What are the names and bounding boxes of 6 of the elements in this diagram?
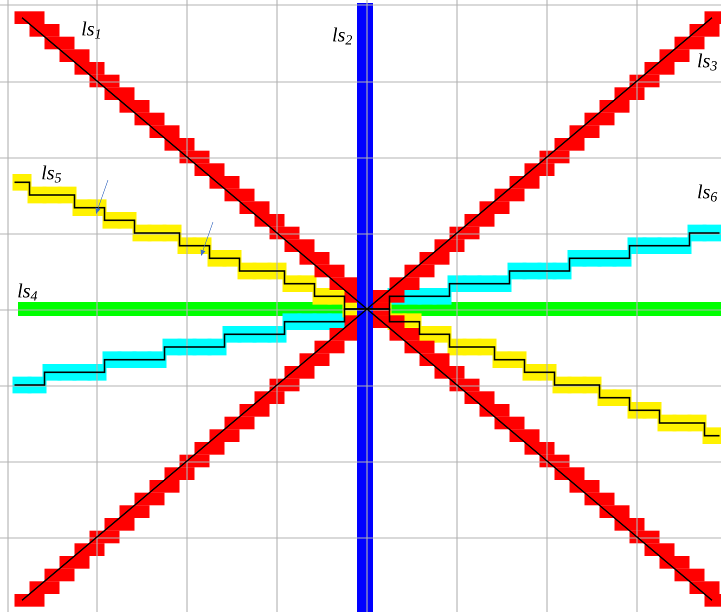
line-label: ls$_{5}$: [42, 165, 62, 183]
line-label: ls$_{1}$: [82, 22, 100, 38]
line-label: ls$_{6}$: [698, 184, 718, 202]
line-label: ls$_{3}$: [698, 53, 717, 71]
line-label: ls$_{2}$: [333, 28, 352, 44]
line-label: ls$_{4}$: [18, 284, 38, 300]
